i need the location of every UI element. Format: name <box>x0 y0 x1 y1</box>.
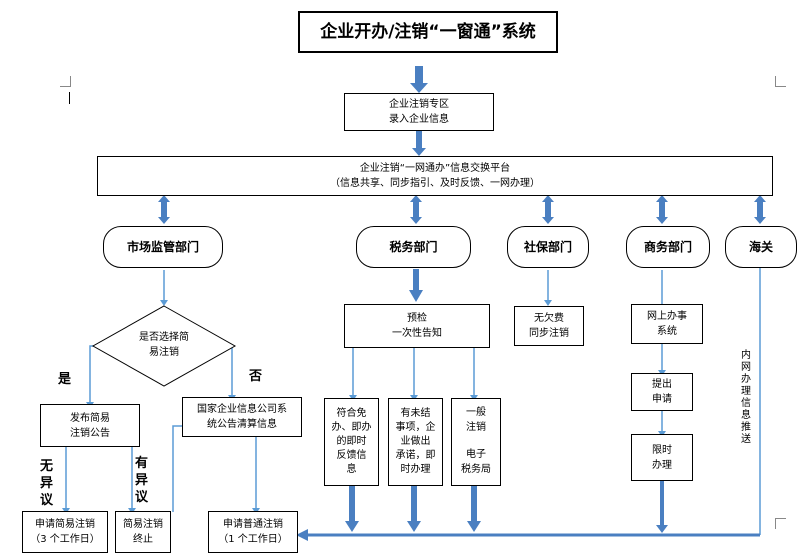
customs-intranet-text: 内网办理 信息推送 <box>741 350 751 445</box>
label-yes: 是 <box>58 372 72 387</box>
exempt-feedback-box: 符合免 办、即办 的即时 反馈信 息 <box>324 398 379 486</box>
corner-mark-bottom-right <box>775 518 786 529</box>
decision-diamond <box>91 305 237 387</box>
platform-subtitle: （信息共享、同步指引、及时反馈、一网办理） <box>330 178 540 189</box>
gsxt-liquidation-notice-box: 国家企业信息公司系 统公告清算信息 <box>182 397 302 437</box>
submit-application-box: 提出 申请 <box>631 373 693 411</box>
corner-mark-top-right <box>775 76 786 87</box>
publish-simple-notice-box: 发布简易 注销公告 <box>40 404 140 447</box>
e-tax-bureau-label: 电子 税务局 <box>461 449 491 475</box>
deregistration-zone-box: 企业注销专区 录入企业信息 <box>344 93 494 131</box>
general-deregistration-box: 一般 注销 电子 税务局 <box>451 398 501 486</box>
market-supervision-department: 市场监管部门 <box>103 226 223 268</box>
corner-mark-top-left <box>60 76 71 87</box>
info-exchange-platform-box: 企业注销“一网通办”信息交换平台 （信息共享、同步指引、及时反馈、一网办理） <box>97 156 773 196</box>
apply-simple-deregistration-box: 申请简易注销 （3 个工作日） <box>22 511 108 553</box>
platform-title: 企业注销“一网通办”信息交换平台 <box>359 163 511 174</box>
label-no: 否 <box>249 369 263 384</box>
label-no-objection: 无 异 议 <box>40 459 54 508</box>
pending-commitment-box: 有未结 事项，企 业做出 承诺，即 时办理 <box>388 398 443 486</box>
label-objection: 有 异 议 <box>135 456 149 505</box>
social-security-department: 社保部门 <box>507 226 589 268</box>
commerce-department: 商务部门 <box>626 226 710 268</box>
text-cursor <box>69 92 70 104</box>
decision-text: 是否选择简 易注销 <box>139 332 189 358</box>
timely-processing-box: 限时 办理 <box>631 434 693 481</box>
general-deregistration-label: 一般 注销 <box>466 407 486 433</box>
system-title: 企业开办/注销“一窗通”系统 <box>298 11 558 53</box>
apply-normal-deregistration-box: 申请普通注销 （1 个工作日） <box>208 511 298 553</box>
precheck-notice-box: 预检 一次性告知 <box>344 304 490 348</box>
customs-department: 海关 <box>725 226 797 268</box>
tax-department: 税务部门 <box>356 226 471 268</box>
online-service-system-box: 网上办事 系统 <box>631 304 703 344</box>
no-arrears-sync-box: 无欠费 同步注销 <box>514 306 584 346</box>
simple-deregistration-terminated-box: 简易注销 终止 <box>115 511 171 553</box>
